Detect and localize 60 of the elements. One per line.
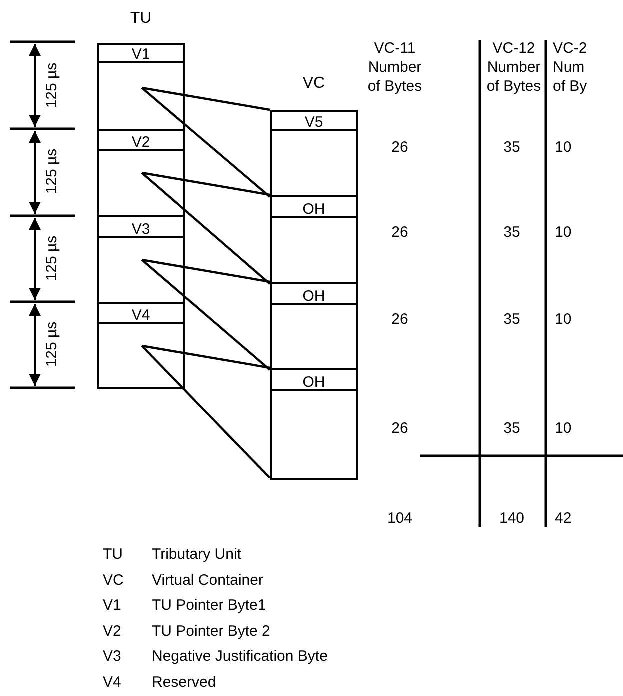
byte-count: 35 (502, 223, 522, 242)
mapping-line (141, 172, 271, 285)
byte-count: 26 (390, 138, 410, 157)
mapping-line (142, 344, 270, 370)
payload-cell (270, 389, 358, 480)
payload-cell (97, 236, 185, 304)
dimension-label: 125 µs (42, 234, 62, 284)
overhead-cell: OH (270, 368, 358, 391)
mapping-line (142, 172, 270, 196)
byte-count: 26 (390, 310, 410, 329)
dimension-label: 125 µs (42, 148, 62, 196)
byte-count: 35 (502, 138, 522, 157)
abbreviation-meaning: Negative Justification Byte (152, 647, 329, 666)
overhead-cell: OH (270, 195, 358, 218)
byte-count: 10 (555, 223, 573, 242)
pointer-byte-cell: V1 (97, 43, 185, 63)
pointer-byte-cell: V2 (97, 129, 185, 151)
byte-count: 35 (502, 419, 522, 438)
column-heading: TU (129, 10, 153, 28)
byte-count: 26 (390, 419, 410, 438)
mapping-line (141, 345, 271, 479)
column-header: VC-2 Num of By (553, 39, 588, 96)
payload-cell (270, 216, 358, 284)
abbreviation: V1 (103, 596, 122, 616)
abbreviation-meaning: Tributary Unit (152, 545, 242, 564)
byte-count: 35 (502, 310, 522, 329)
dimension-label: 125 µs (42, 320, 62, 370)
column-header: VC-12 Number of Bytes (486, 39, 542, 96)
payload-cell (97, 322, 185, 389)
abbreviation: VC (103, 570, 125, 590)
payload-cell (270, 129, 358, 197)
dimension-label: 125 µs (42, 62, 62, 110)
byte-count: 104 (386, 509, 414, 528)
byte-count: 10 (555, 419, 573, 438)
byte-count: 10 (555, 138, 573, 157)
mapping-line (141, 87, 271, 198)
overhead-cell: OH (270, 282, 358, 305)
byte-count: 10 (555, 310, 573, 329)
abbreviation: V3 (103, 647, 122, 666)
payload-cell (270, 303, 358, 370)
abbreviation: V4 (103, 673, 122, 692)
pointer-byte-cell: V5 (270, 110, 358, 131)
byte-count: 26 (390, 223, 410, 242)
column-heading: VC (302, 75, 326, 93)
payload-cell (97, 149, 185, 217)
abbreviation: TU (103, 545, 124, 564)
byte-count: 140 (498, 509, 526, 528)
column-header: VC-11 Number of Bytes (366, 39, 424, 96)
byte-count: 42 (555, 509, 573, 528)
mapping-line (141, 259, 271, 371)
mapping-line (142, 258, 270, 284)
mapping-line (142, 86, 270, 112)
pointer-byte-cell: V3 (97, 215, 185, 238)
abbreviation: V2 (103, 622, 122, 641)
abbreviation-meaning: Reserved (152, 673, 218, 692)
abbreviation-meaning: Virtual Container (152, 570, 264, 590)
payload-cell (97, 61, 185, 131)
abbreviation-meaning: TU Pointer Byte1 (152, 596, 268, 616)
pointer-byte-cell: V4 (97, 302, 185, 324)
abbreviation-meaning: TU Pointer Byte 2 (152, 622, 272, 641)
